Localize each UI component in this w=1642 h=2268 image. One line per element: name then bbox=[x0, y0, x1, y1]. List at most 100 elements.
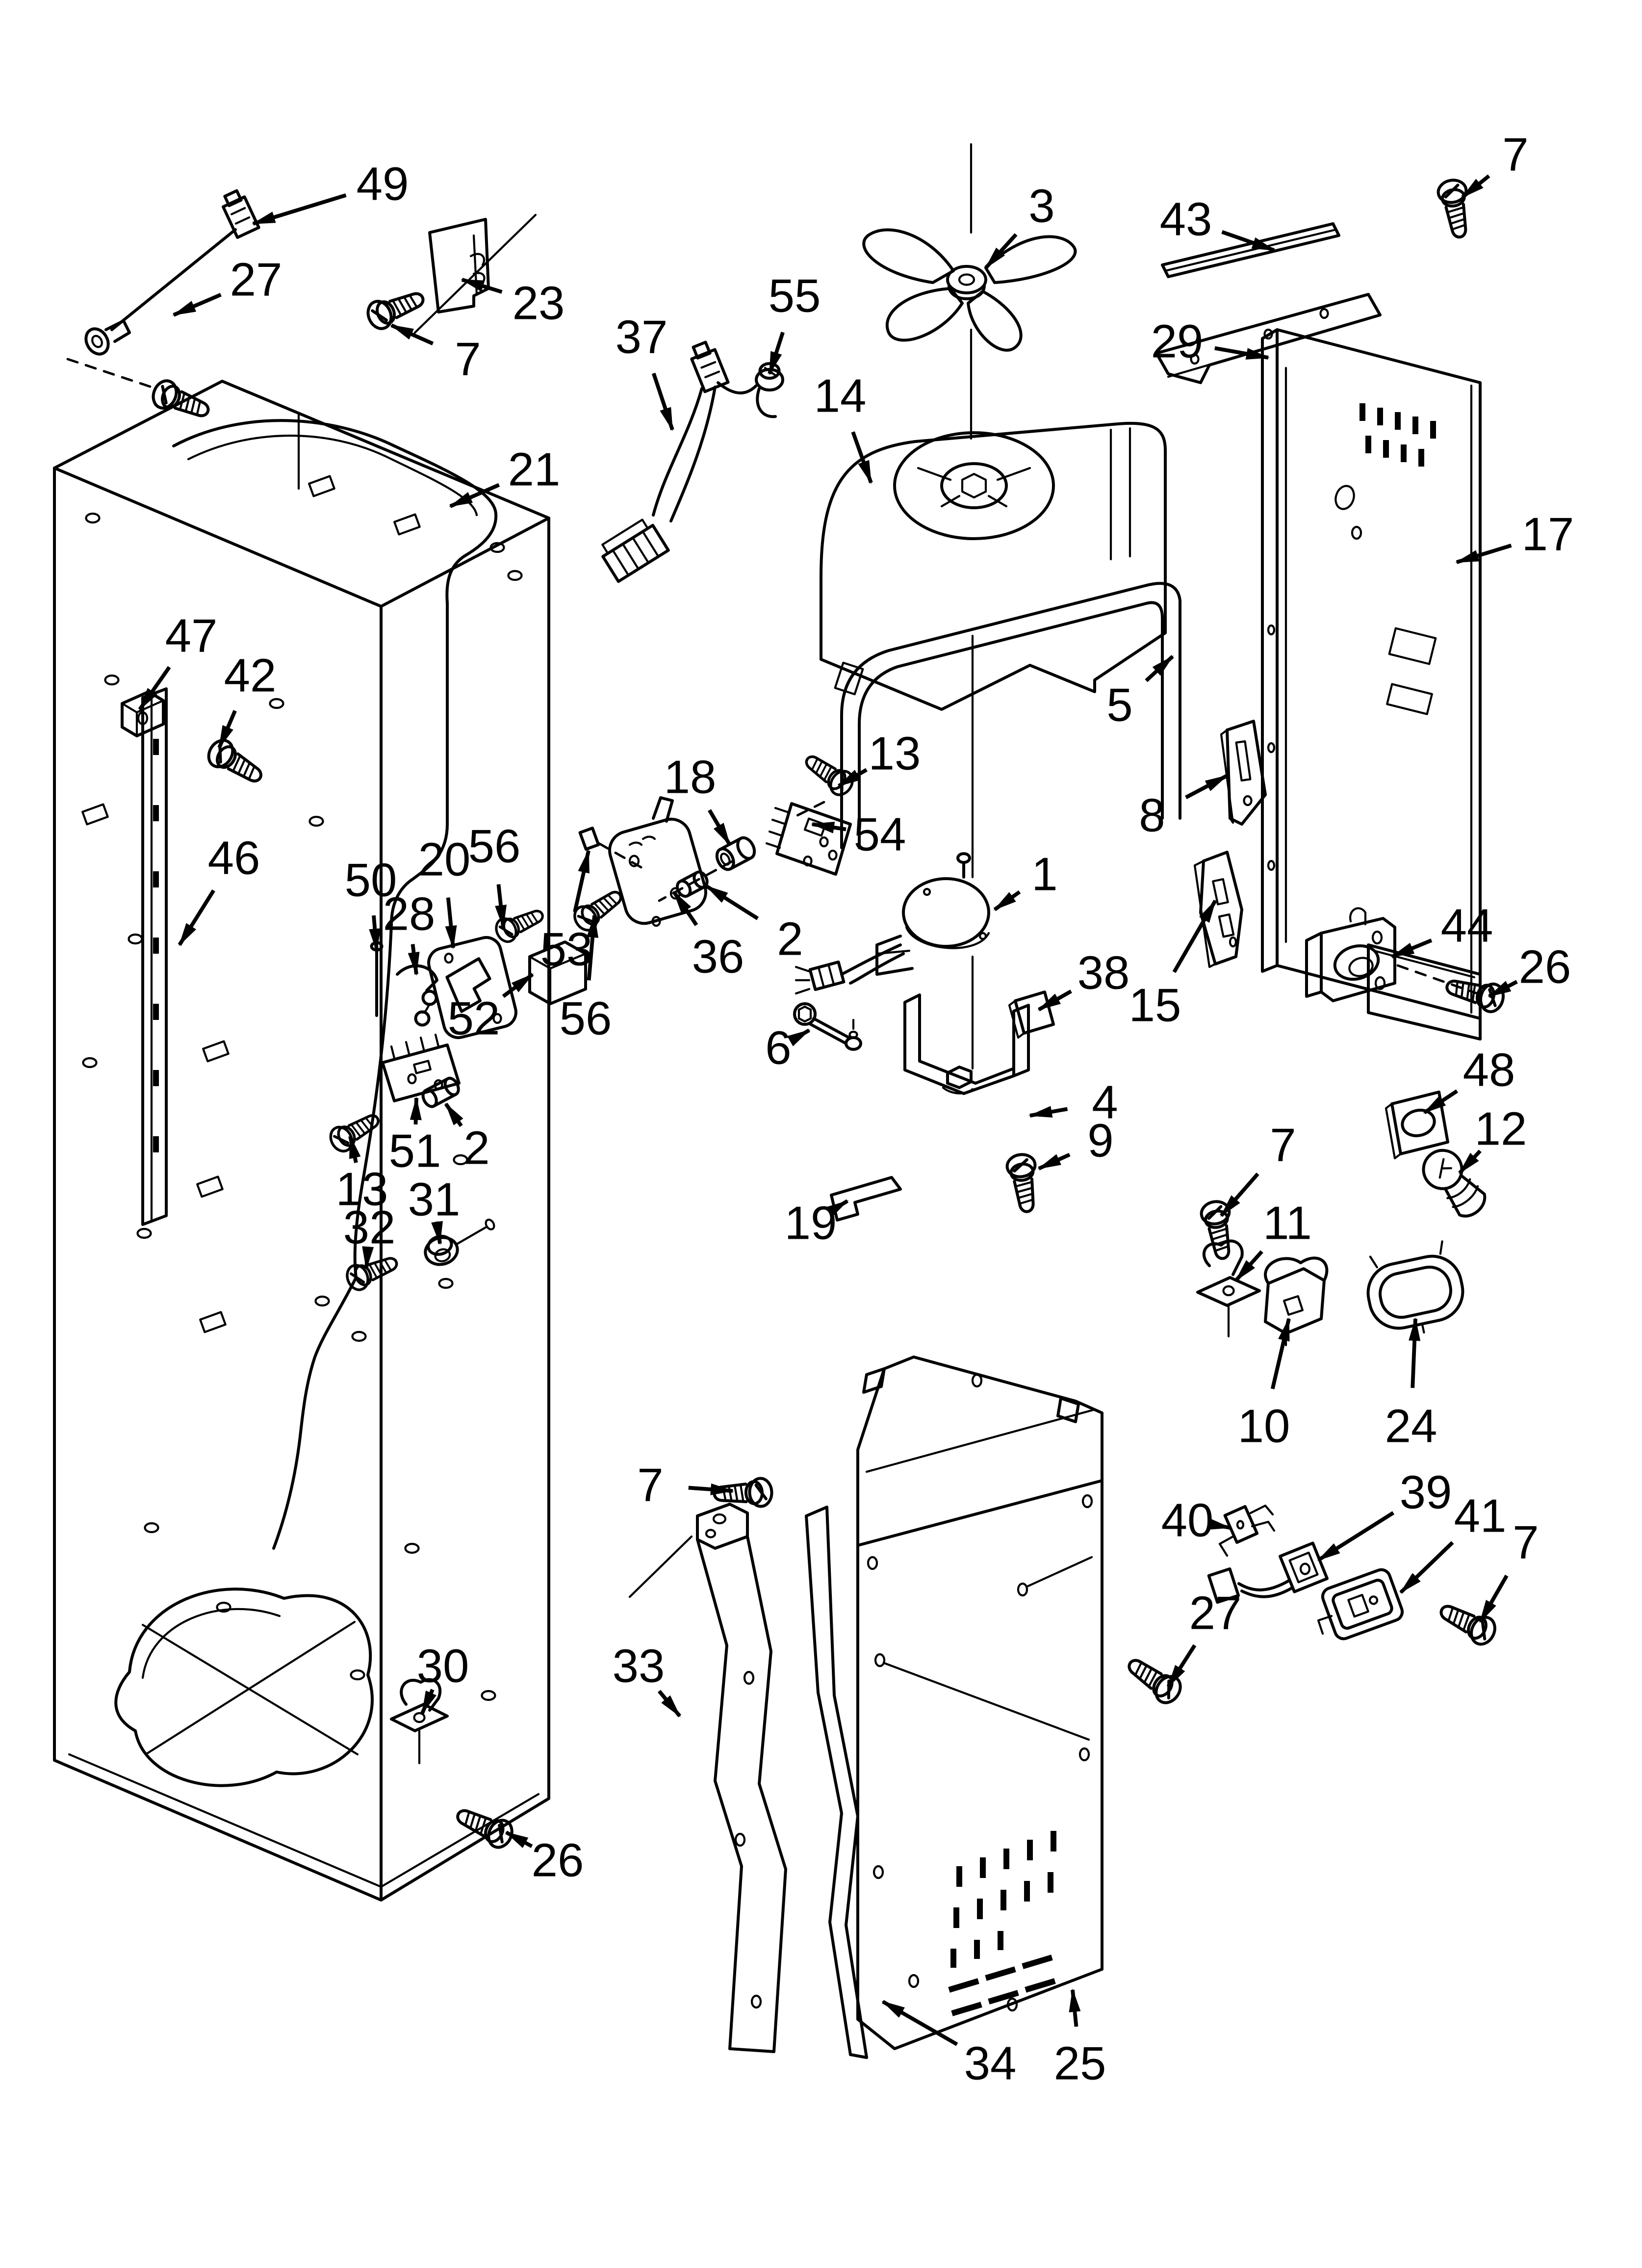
callout-arrow-7 bbox=[390, 323, 434, 346]
callout-arrow-41 bbox=[1399, 1541, 1454, 1594]
callout-label-13: 13 bbox=[869, 728, 921, 780]
callout-arrow-27 bbox=[172, 293, 222, 317]
callout-arrow-56 bbox=[587, 914, 599, 981]
callout-arrow-40 bbox=[1207, 1518, 1232, 1530]
callout-label-47: 47 bbox=[165, 610, 218, 662]
rocker-switch-41 bbox=[1317, 1568, 1404, 1641]
callout-arrow-51 bbox=[410, 1096, 422, 1125]
callout-label-25: 25 bbox=[1054, 2037, 1106, 2090]
switch-39 bbox=[1207, 1541, 1329, 1604]
lamp-bracket-44 bbox=[1305, 907, 1479, 1002]
callout-arrow-15 bbox=[1172, 899, 1217, 973]
callout-label-11: 11 bbox=[1263, 1197, 1312, 1250]
liner-holes bbox=[81, 475, 523, 1701]
callout-label-12: 12 bbox=[1475, 1103, 1527, 1155]
callout-label-26: 26 bbox=[532, 1834, 584, 1887]
callout-label-49: 49 bbox=[357, 158, 409, 210]
callout-arrow-44 bbox=[1390, 938, 1433, 959]
callout-arrow-8 bbox=[1185, 774, 1229, 799]
callout-arrow-27 bbox=[1166, 1644, 1197, 1688]
callout-label-7: 7 bbox=[1513, 1516, 1539, 1569]
callout-arrow-46 bbox=[178, 889, 215, 946]
clip-30 bbox=[390, 1678, 449, 1765]
callout-arrow-20 bbox=[445, 897, 457, 949]
control-board-51 bbox=[381, 1033, 461, 1102]
callout-label-7: 7 bbox=[1270, 1119, 1296, 1172]
screw-27-bottom bbox=[1122, 1651, 1185, 1707]
callout-arrow-23 bbox=[461, 278, 503, 294]
callout-label-26: 26 bbox=[1519, 941, 1571, 993]
capacitor-2-left bbox=[421, 1076, 460, 1108]
callout-arrow-13 bbox=[837, 768, 868, 788]
callout-arrow-24 bbox=[1409, 1317, 1421, 1388]
callout-arrow-48 bbox=[1423, 1089, 1459, 1115]
link-6 bbox=[793, 1002, 862, 1051]
callout-arrow-6 bbox=[787, 1028, 811, 1046]
callout-label-6: 6 bbox=[765, 1022, 791, 1074]
callout-label-7: 7 bbox=[455, 333, 481, 386]
callout-label-38: 38 bbox=[1078, 947, 1130, 999]
callout-label-31: 31 bbox=[408, 1173, 461, 1226]
callout-arrow-26 bbox=[505, 1830, 533, 1849]
callout-arrow-14 bbox=[851, 431, 873, 484]
callout-label-50: 50 bbox=[345, 854, 397, 907]
callout-arrow-32 bbox=[362, 1246, 374, 1270]
callout-arrow-19 bbox=[825, 1199, 849, 1218]
light-bulb-12 bbox=[1422, 1148, 1487, 1218]
callout-label-37: 37 bbox=[616, 311, 668, 364]
callout-label-9: 9 bbox=[1087, 1115, 1113, 1167]
callout-arrow-5 bbox=[1145, 655, 1174, 682]
callout-arrow-37 bbox=[651, 372, 674, 431]
callout-arrow-12 bbox=[1458, 1149, 1482, 1174]
callout-label-2: 2 bbox=[777, 913, 803, 965]
bushing-18 bbox=[715, 836, 756, 871]
callout-arrow-30 bbox=[420, 1689, 437, 1715]
callout-arrow-31 bbox=[431, 1221, 443, 1245]
callout-label-56: 56 bbox=[468, 820, 521, 873]
air-duct-gasket-5 bbox=[840, 582, 1181, 849]
screw-42 bbox=[204, 736, 267, 790]
terminal-40 bbox=[1218, 1504, 1276, 1557]
clip-53 bbox=[578, 826, 644, 870]
callout-label-20: 20 bbox=[418, 834, 471, 886]
lamp-socket-10 bbox=[1264, 1256, 1329, 1347]
callout-arrow-56 bbox=[495, 884, 507, 929]
callout-arrow-7 bbox=[688, 1483, 734, 1495]
callout-label-29: 29 bbox=[1151, 315, 1204, 368]
fan-blade-3 bbox=[862, 228, 1077, 352]
callout-label-52: 52 bbox=[448, 992, 500, 1045]
callout-label-48: 48 bbox=[1463, 1044, 1515, 1096]
callout-label-2: 2 bbox=[463, 1122, 489, 1174]
screw-7-bracket-33 bbox=[714, 1478, 772, 1508]
callout-arrow-50 bbox=[369, 915, 381, 952]
callout-arrow-34 bbox=[881, 2000, 958, 2046]
callout-arrow-25 bbox=[1069, 1988, 1081, 2027]
wire-lead-49 bbox=[66, 189, 260, 390]
callout-arrow-11 bbox=[1234, 1250, 1263, 1282]
callout-label-4: 4 bbox=[1092, 1076, 1118, 1129]
callout-label-56: 56 bbox=[560, 992, 612, 1045]
callout-arrow-1 bbox=[993, 890, 1021, 912]
callout-label-41: 41 bbox=[1454, 1490, 1507, 1542]
callout-arrow-9 bbox=[1037, 1152, 1071, 1171]
callout-label-27: 27 bbox=[230, 254, 282, 306]
callout-arrow-2 bbox=[705, 884, 759, 920]
callout-label-21: 21 bbox=[508, 443, 561, 496]
callout-arrow-21 bbox=[449, 483, 500, 508]
callout-arrow-33 bbox=[657, 1690, 682, 1718]
callout-label-36: 36 bbox=[692, 931, 744, 983]
callout-label-46: 46 bbox=[208, 832, 260, 885]
screw-13-left bbox=[327, 1107, 384, 1155]
callout-label-13: 13 bbox=[336, 1163, 388, 1216]
evaporator-rear-panel-17 bbox=[1261, 328, 1482, 1041]
foam-pad-38 bbox=[1008, 991, 1055, 1039]
callout-label-18: 18 bbox=[664, 751, 717, 804]
callout-label-27: 27 bbox=[1189, 1587, 1242, 1640]
callout-arrow-53 bbox=[573, 849, 590, 912]
mounting-rail-46 bbox=[141, 687, 168, 1226]
callout-arrow-2 bbox=[444, 1102, 463, 1127]
callout-label-51: 51 bbox=[389, 1125, 441, 1177]
sensor-board-54 bbox=[765, 801, 852, 876]
callout-arrow-13 bbox=[348, 1135, 361, 1163]
